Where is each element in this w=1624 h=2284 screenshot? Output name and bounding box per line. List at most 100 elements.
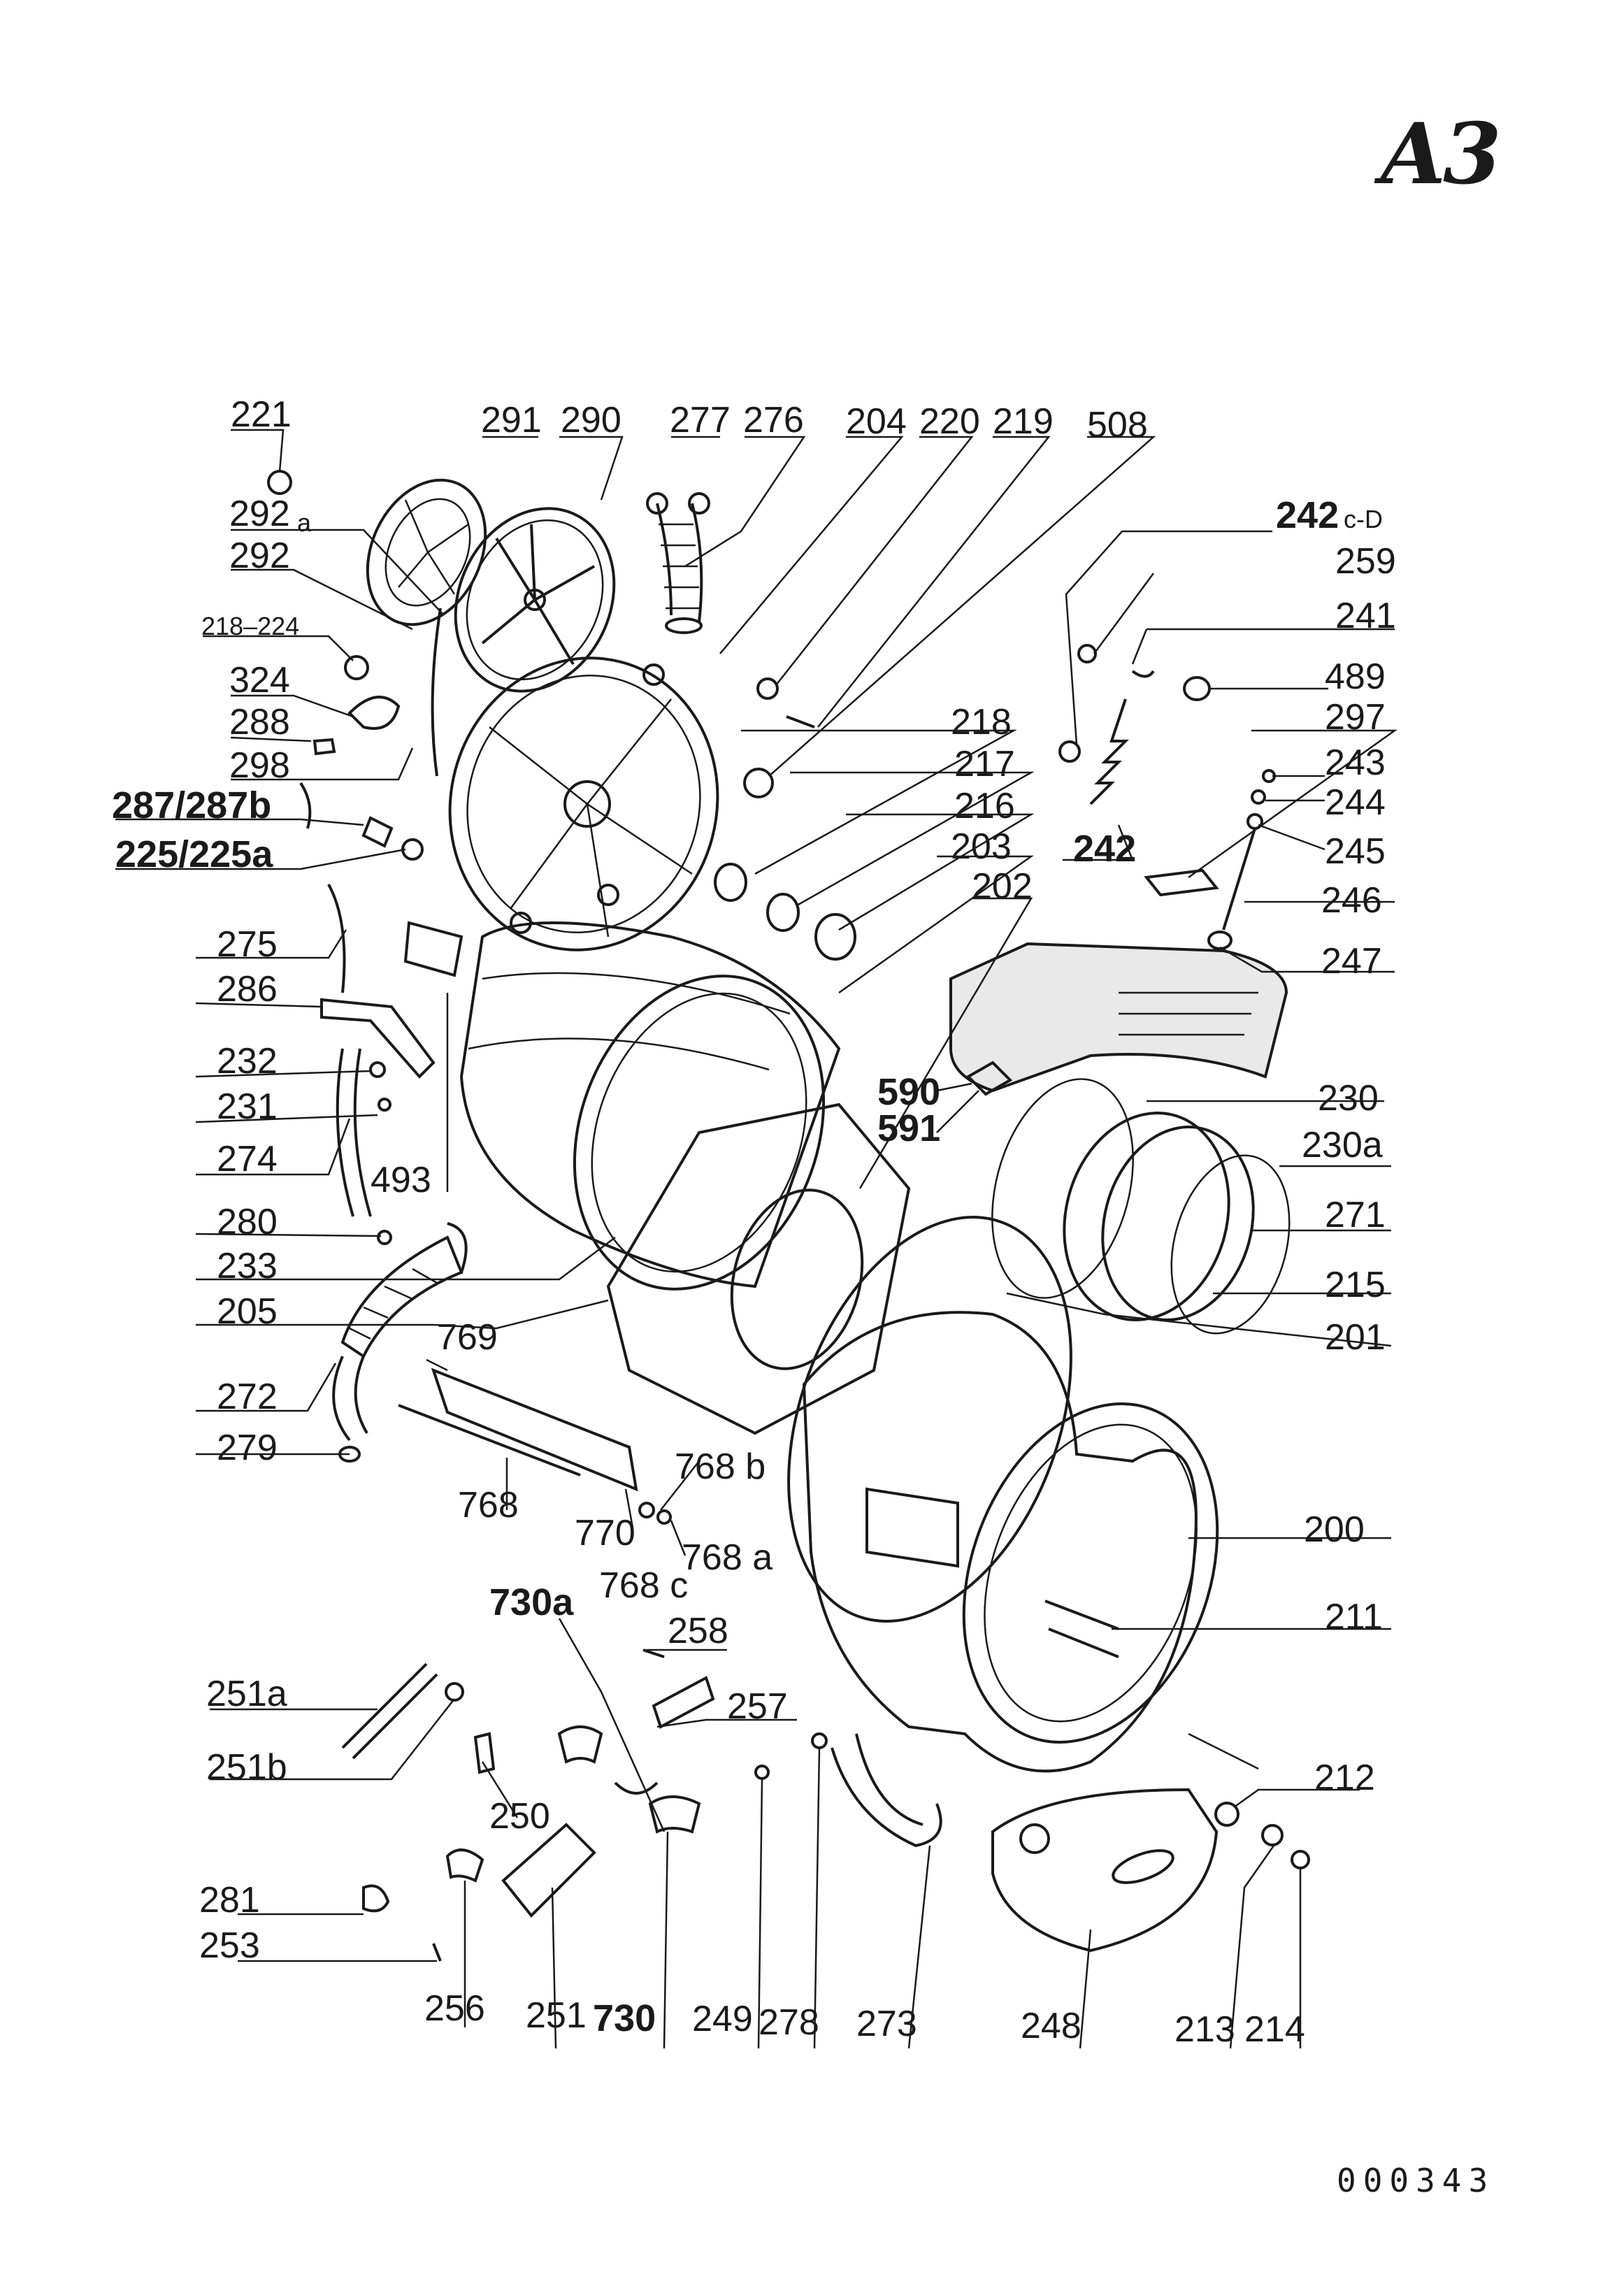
label-242: 242: [1073, 828, 1136, 870]
leader-lines: [115, 429, 1397, 2049]
nut-231: [378, 1098, 391, 1112]
label-273: 273: [856, 2004, 917, 2044]
label-286: 286: [217, 969, 278, 1010]
pulley-cover-291: [366, 478, 487, 626]
label-251b: 251b: [206, 1747, 287, 1788]
plate-590: [965, 1061, 1013, 1096]
tub-rear-shell-204: [448, 656, 719, 951]
washer-212: [1214, 1802, 1239, 1827]
label-251a: 251a: [206, 1674, 287, 1714]
label-248: 248: [1021, 2006, 1082, 2046]
hose-276: [646, 492, 710, 634]
washer-213: [1261, 1824, 1284, 1846]
front-frame-200: [802, 1311, 1219, 1773]
label-215: 215: [1325, 1265, 1386, 1305]
label-217: 217: [954, 744, 1015, 784]
nut-249: [754, 1765, 770, 1780]
label-277: 277: [670, 400, 731, 440]
label-280: 280: [217, 1202, 278, 1242]
label-281: 281: [199, 1880, 260, 1920]
label-201: 201: [1325, 1317, 1386, 1358]
label-243: 243: [1325, 742, 1386, 783]
label-291: 291: [481, 400, 542, 440]
label-241: 241: [1335, 596, 1396, 636]
label-276: 276: [743, 400, 804, 440]
label-219: 219: [993, 401, 1054, 442]
label-259: 259: [1335, 541, 1396, 582]
label-230: 230: [1318, 1078, 1379, 1119]
label-242cd: 242: [1276, 494, 1339, 536]
label-278: 278: [759, 2002, 819, 2043]
label-768a: 768 a: [682, 1537, 773, 1578]
label-246: 246: [1321, 880, 1382, 921]
counterweight-247: [949, 942, 1288, 1093]
label-213: 213: [1174, 2009, 1235, 2050]
clamp-730a: [557, 1725, 603, 1764]
label-225: 225/225a: [115, 833, 273, 875]
bellows-205: [332, 1222, 468, 1463]
label-202: 202: [972, 866, 1033, 907]
spring-242: [1089, 698, 1129, 805]
label-221: 221: [231, 394, 292, 435]
label-730a: 730a: [489, 1581, 574, 1623]
door-seal-230: [991, 1078, 1291, 1335]
bracket-297: [1144, 868, 1219, 897]
label-212: 212: [1314, 1758, 1375, 1798]
label-590: 590: [877, 1071, 940, 1113]
label-249: 249: [692, 1999, 753, 2039]
hook-241: [1131, 670, 1155, 678]
label-508: 508: [1087, 405, 1148, 445]
ring-508: [743, 768, 774, 798]
clip-280: [377, 1230, 392, 1245]
shock-absorber-246: [1207, 769, 1276, 950]
screw-219: [786, 715, 815, 728]
nut-221: [267, 470, 292, 495]
label-251: 251: [526, 1995, 587, 2036]
heater-286: [320, 998, 436, 1079]
screw-258: [642, 1649, 665, 1658]
bearing-218-224: [344, 655, 369, 680]
shock-251a: [341, 1662, 438, 1760]
label-232: 232: [217, 1041, 278, 1082]
label-200: 200: [1304, 1509, 1365, 1550]
label-298: 298: [229, 745, 290, 786]
label-204: 204: [846, 401, 907, 442]
filter-257: [652, 1676, 715, 1729]
label-233: 233: [217, 1246, 278, 1286]
label-768c: 768 c: [599, 1565, 688, 1606]
hose-275: [327, 884, 346, 993]
label-271: 271: [1325, 1195, 1386, 1235]
clip-259: [1077, 644, 1097, 663]
tub-front-shell-202: [606, 1103, 911, 1435]
base-plate-248: [991, 1788, 1219, 1953]
label-247: 247: [1321, 941, 1382, 982]
sheet-title: A3: [1381, 105, 1502, 203]
label-253: 253: [199, 1925, 260, 1966]
label-770: 770: [575, 1513, 635, 1553]
bracket-493: [403, 921, 464, 977]
hose-274: [336, 1048, 372, 1217]
label-489: 489: [1325, 656, 1386, 697]
pulley-wheel-290: [454, 507, 616, 693]
label-768: 768: [458, 1485, 519, 1525]
stop-281: [362, 1884, 390, 1913]
frame-251: [501, 1823, 596, 1918]
label-292a-suffix: a: [297, 508, 312, 537]
label-591: 591: [877, 1107, 940, 1149]
label-231: 231: [217, 1086, 278, 1127]
bearing-217: [766, 893, 800, 932]
label-211: 211: [1325, 1597, 1383, 1637]
label-245: 245: [1325, 831, 1386, 872]
sensor-324: [347, 696, 401, 730]
label-203: 203: [951, 826, 1012, 867]
label-292: 292: [229, 536, 290, 576]
label-256: 256: [424, 1988, 485, 2029]
label-730: 730: [593, 1997, 656, 2039]
clip-278: [811, 1732, 828, 1749]
pressure-switch-287: [361, 816, 394, 848]
screw-253: [432, 1943, 442, 1962]
tube-298: [299, 782, 312, 829]
bearing-218: [714, 863, 747, 902]
label-288: 288: [229, 702, 290, 742]
label-769: 769: [437, 1317, 498, 1358]
